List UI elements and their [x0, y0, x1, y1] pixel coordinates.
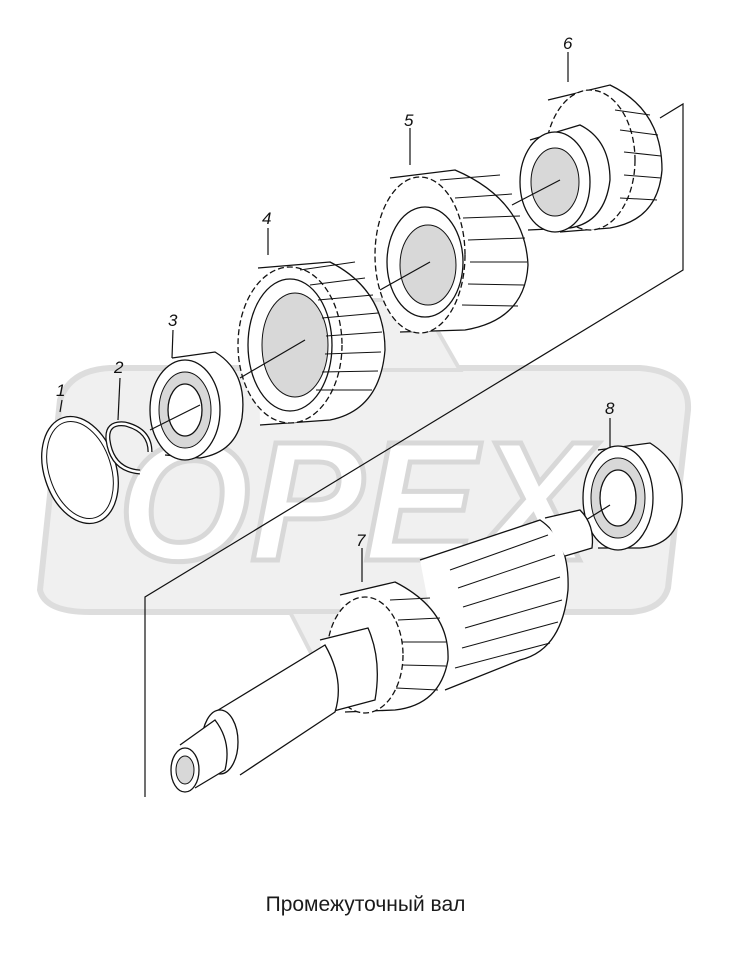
part-5-gear — [374, 128, 529, 334]
part-8-bearing — [569, 418, 683, 551]
part-3-bearing — [149, 329, 244, 461]
callout-5: 5 — [404, 111, 414, 130]
callout-3: 3 — [168, 311, 178, 330]
callout-7: 7 — [356, 531, 366, 550]
part-4-gear — [237, 228, 386, 426]
callout-6: 6 — [563, 34, 573, 53]
callout-1: 1 — [56, 381, 65, 400]
diagram-caption: Промежуточный вал — [265, 893, 466, 916]
callout-labels: 1 2 3 4 5 6 7 8 — [56, 34, 615, 550]
callout-2: 2 — [113, 358, 124, 377]
callout-8: 8 — [605, 399, 615, 418]
part-6-gear — [511, 52, 663, 233]
part-2-retaining-ring — [105, 377, 153, 475]
group-frame — [144, 102, 684, 797]
callout-4: 4 — [262, 209, 271, 228]
part-7-shaft — [170, 509, 594, 793]
part-1-snap-ring — [41, 399, 119, 525]
